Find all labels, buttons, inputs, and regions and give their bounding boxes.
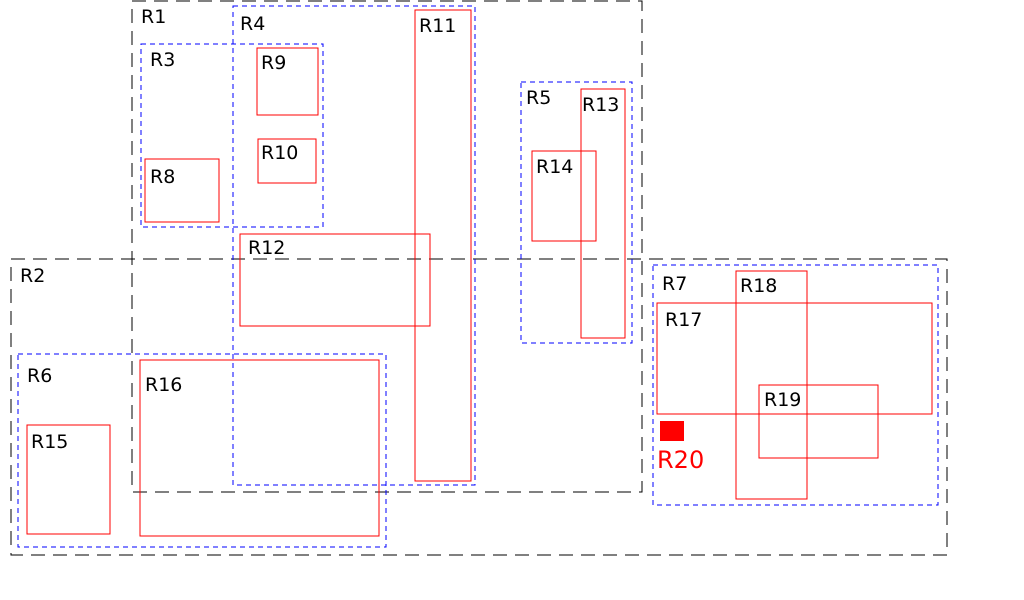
labels: R1 R2 R3 R4 R5 R6 R7 R8 R9 R10 R11 R12 R… (20, 6, 801, 474)
rect-r7 (652, 264, 939, 506)
label-r16: R16 (145, 374, 182, 396)
rect-r3 (140, 43, 324, 228)
label-r12: R12 (248, 237, 285, 259)
rect-r5 (520, 81, 633, 344)
label-r13: R13 (582, 94, 619, 116)
label-r6: R6 (27, 365, 52, 387)
rect-r15 (26, 424, 111, 535)
label-r4: R4 (240, 13, 265, 35)
rect-r4 (232, 5, 476, 486)
label-r10: R10 (261, 142, 298, 164)
rect-r14 (531, 150, 597, 242)
label-r5: R5 (526, 87, 551, 109)
rect-r6 (17, 353, 387, 548)
rect-r13 (580, 88, 626, 339)
label-r20: R20 (657, 446, 704, 474)
rect-r16 (139, 359, 380, 537)
label-r1: R1 (141, 6, 166, 28)
label-r3: R3 (150, 49, 175, 71)
rect-r12 (239, 233, 431, 327)
rect-r2 (10, 258, 948, 556)
rect-r1 (131, 0, 643, 493)
label-r18: R18 (740, 275, 777, 297)
rect-r9 (256, 47, 319, 116)
rect-r17 (656, 302, 933, 415)
label-r15: R15 (31, 431, 68, 453)
label-r19: R19 (764, 389, 801, 411)
label-r11: R11 (419, 15, 456, 37)
label-r17: R17 (665, 309, 702, 331)
label-r14: R14 (536, 156, 573, 178)
rect-r11 (414, 9, 472, 482)
level2-group (17, 5, 939, 548)
label-r7: R7 (662, 273, 687, 295)
leaf-group (26, 9, 933, 537)
rect-r10 (257, 138, 317, 184)
rect-r20 (660, 421, 684, 441)
label-r8: R8 (150, 166, 175, 188)
label-r2: R2 (20, 265, 45, 287)
rect-r19 (758, 384, 879, 459)
label-r9: R9 (261, 52, 286, 74)
rect-r8 (144, 158, 220, 223)
level1-group (10, 0, 948, 556)
